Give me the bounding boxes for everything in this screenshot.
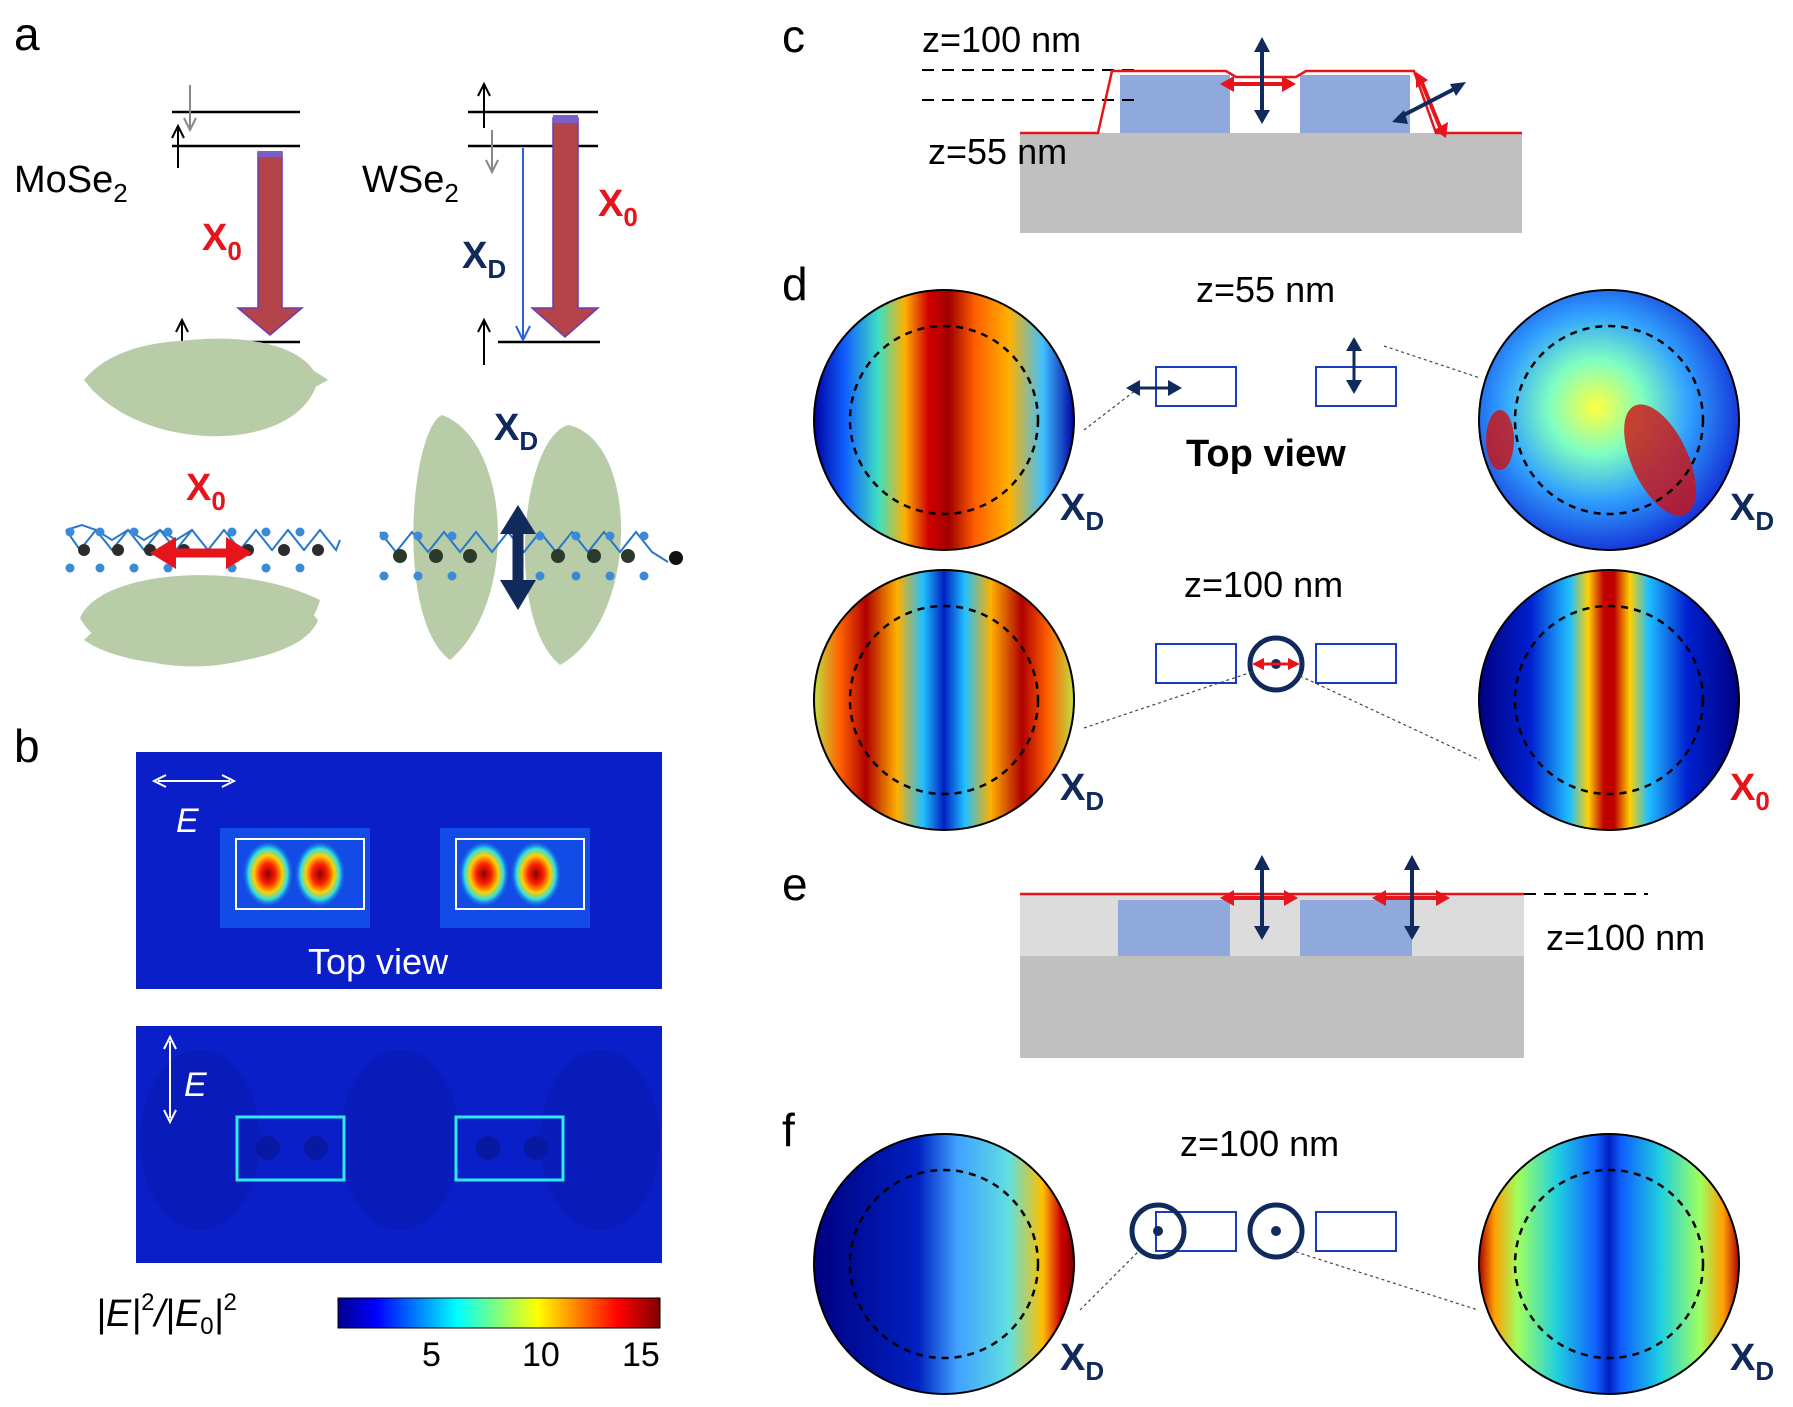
wse2-levels (468, 81, 600, 365)
colorbar-tick-5: 5 (422, 1336, 441, 1374)
substrate-c (1020, 133, 1522, 233)
d-z-bottom: z=100 nm (1184, 564, 1343, 605)
polar-plot-d2: XD (1478, 289, 1774, 551)
top-view-label-b: Top view (308, 941, 449, 982)
x0-dipole-arrow (150, 537, 252, 569)
pillar-c-right (1300, 75, 1410, 133)
panel-letter-e: e (782, 858, 808, 910)
field-label-e-top: E (176, 802, 199, 840)
d1-xd-label: XD (1060, 487, 1104, 536)
colorbar-tick-15: 15 (622, 1336, 660, 1374)
polar-plot-f2: XD (1478, 1133, 1774, 1395)
pillar-e-left (1118, 900, 1230, 956)
pillar-e-right (1300, 900, 1412, 956)
f2-xd-label: XD (1730, 1337, 1774, 1386)
c-z-top: z=100 nm (922, 19, 1081, 60)
wse2-atoms (379, 531, 683, 581)
mose2-label: MoSe2 (14, 159, 128, 208)
field-label-e-bottom: E (184, 1066, 207, 1104)
d3-xd-label: XD (1060, 767, 1104, 816)
wse2-lattice (379, 530, 669, 563)
panel-f: f z=100 nm XD XD (782, 1104, 1774, 1395)
wse2-x0-label: X0 (598, 183, 638, 232)
polar-plot-d1: XD (813, 289, 1104, 551)
colorbar-label: |E|2/|E0|2 (96, 1289, 237, 1340)
polar-plot-d4: X0 (1478, 569, 1770, 831)
e-z-label: z=100 nm (1546, 917, 1705, 958)
e-dipoles (1220, 855, 1450, 940)
d-z-top: z=55 nm (1196, 269, 1335, 310)
panel-c: c z=100 nm z=55 nm (782, 10, 1522, 233)
panel-b: b E Top view (14, 720, 662, 1374)
panel-letter-f: f (782, 1104, 795, 1156)
f-top-view-pillars (1079, 1202, 1479, 1311)
panel-letter-a: a (14, 8, 40, 60)
f-z-label: z=100 nm (1180, 1123, 1339, 1164)
mose2-levels (171, 85, 305, 365)
panel-a: a MoSe2 X0 (14, 8, 683, 667)
d4-x0-label: X0 (1730, 767, 1770, 816)
d2-xd-label: XD (1730, 487, 1774, 536)
lattice-xd-label: XD (494, 407, 538, 456)
d-top-view-pillars (1083, 337, 1481, 761)
d-top-view: Top view (1186, 433, 1346, 475)
c-dipoles (1220, 37, 1466, 138)
mose2-x0-label: X0 (202, 217, 242, 266)
pillar-c-left (1120, 75, 1230, 133)
field-map-x-polarized: E Top view (136, 752, 662, 989)
polar-plot-d3: XD (813, 569, 1104, 831)
x0-emission-lobes (80, 338, 328, 667)
panel-letter-d: d (782, 258, 808, 310)
panel-letter-b: b (14, 720, 40, 772)
panel-e: e z=100 nm (782, 855, 1705, 1058)
panel-letter-c: c (782, 10, 805, 62)
wse2-label: WSe2 (362, 159, 459, 208)
f1-xd-label: XD (1060, 1337, 1104, 1386)
c-z-bottom: z=55 nm (928, 131, 1067, 172)
colorbar-tick-10: 10 (522, 1336, 560, 1374)
polar-plot-f1: XD (813, 1133, 1104, 1395)
wse2-xd-label: XD (462, 235, 506, 284)
field-map-z-polarized: E (136, 1026, 662, 1263)
panel-d: d z=55 nm Top view z=100 nm XD XD XD X (782, 258, 1774, 831)
cladding-e (1020, 894, 1524, 956)
lattice-x0-label: X0 (186, 467, 226, 516)
xd-dipole-arrow (500, 505, 536, 610)
colorbar: |E|2/|E0|2 5 10 15 (96, 1289, 661, 1374)
